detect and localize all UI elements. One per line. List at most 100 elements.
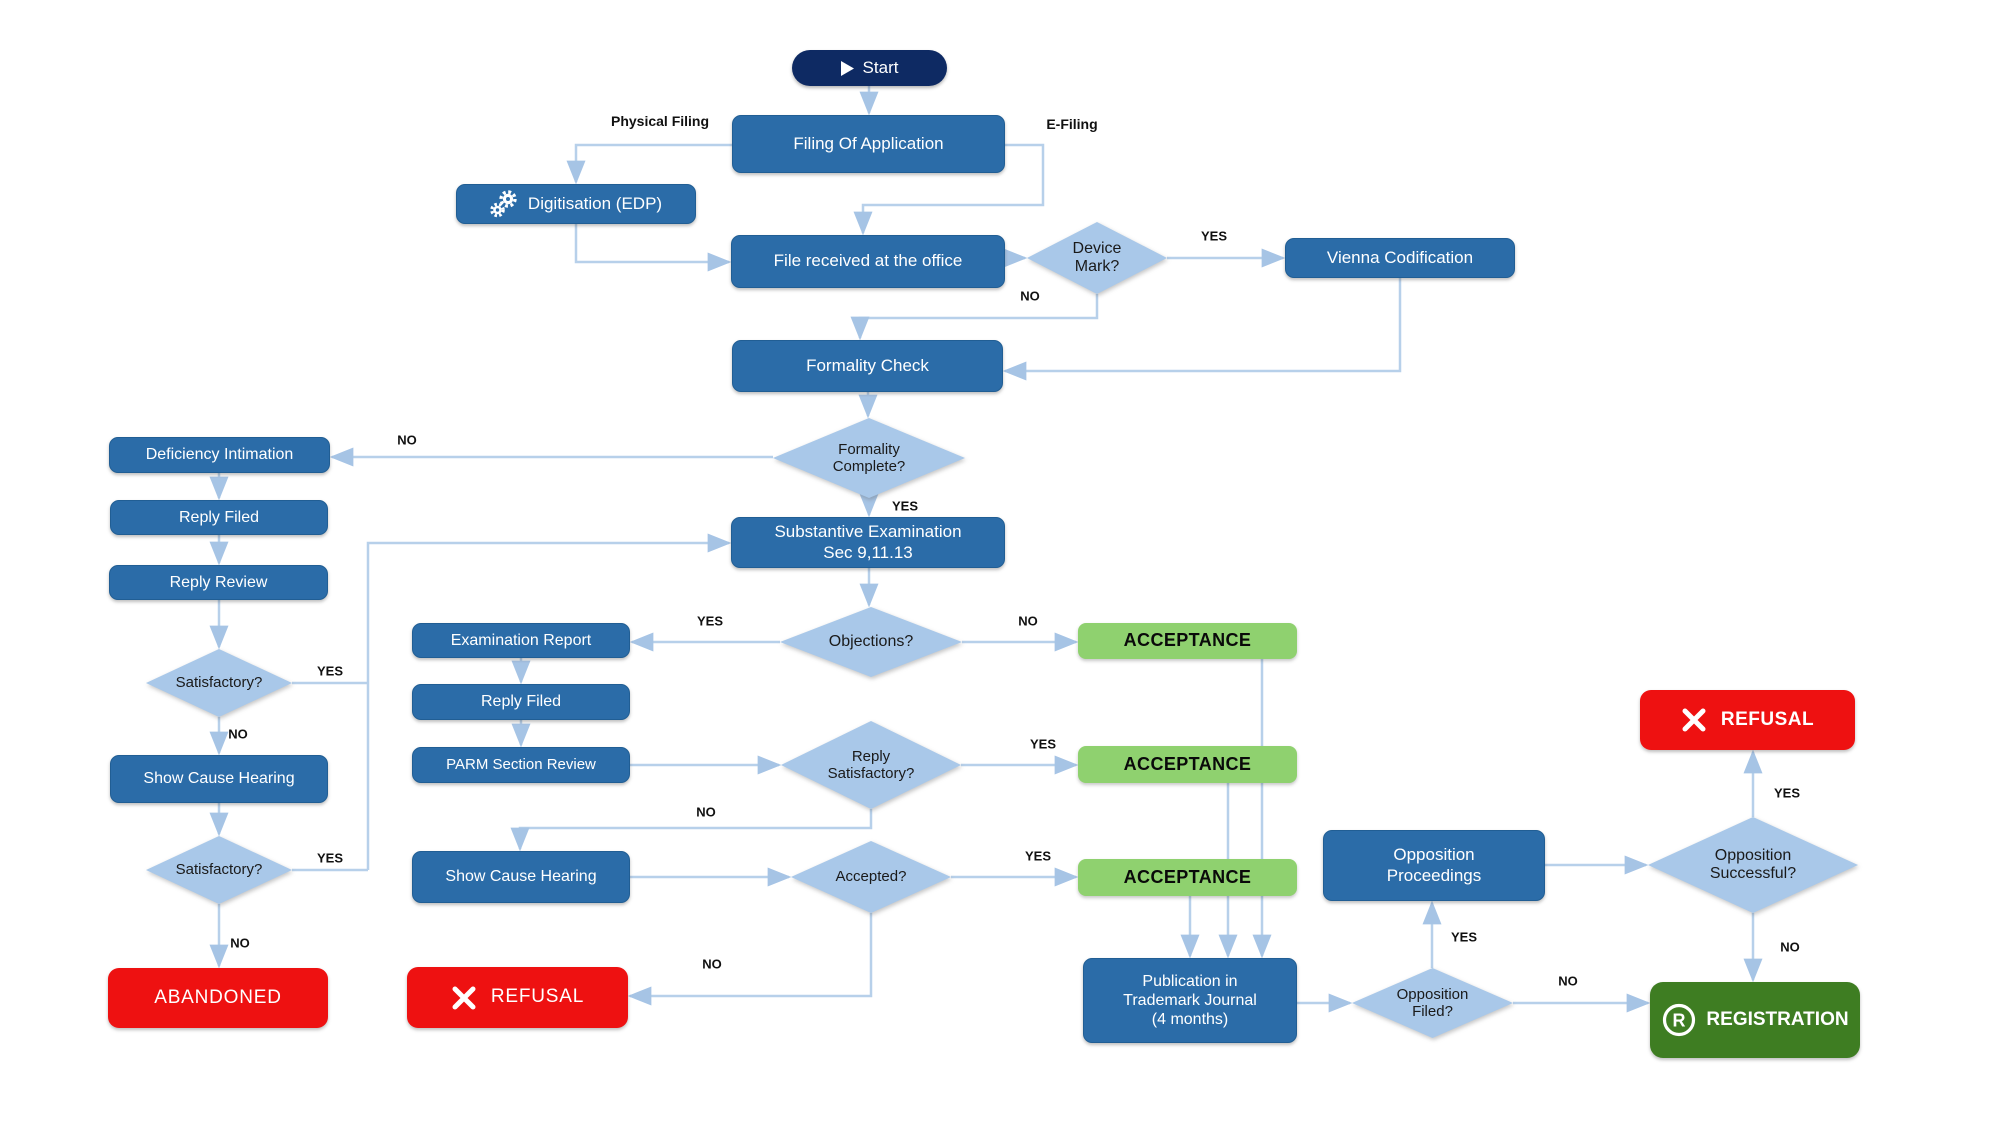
- registration-node: R REGISTRATION: [1650, 982, 1860, 1058]
- svg-text:R: R: [1673, 1011, 1686, 1031]
- abandoned-label: ABANDONED: [154, 986, 282, 1008]
- objections-decision: Objections?: [780, 607, 962, 677]
- formality-complete-label: Complete?: [832, 458, 906, 475]
- abandoned-node: ABANDONED: [108, 968, 328, 1028]
- formality-complete-label: Formality: [838, 440, 900, 458]
- opposition-filed-label: Filed?: [1412, 1003, 1453, 1020]
- connector: [853, 143, 1045, 236]
- refusal-node-mid: REFUSAL: [407, 967, 628, 1028]
- show-cause-hearing-label: Show Cause Hearing: [445, 868, 597, 886]
- publication-label: Publication in: [1142, 972, 1238, 990]
- edge-label-yes: YES: [316, 663, 344, 679]
- edge-label-yes: YES: [316, 850, 344, 866]
- show-cause-hearing-node-1: Show Cause Hearing: [110, 755, 328, 803]
- edge-label-yes: YES: [1200, 228, 1228, 244]
- connector: [850, 294, 1099, 341]
- reply-filed-node: Reply Filed: [110, 500, 328, 535]
- connector: [510, 809, 873, 852]
- formality-check-node: Formality Check: [732, 340, 1003, 392]
- gears-icon: [490, 190, 518, 218]
- opposition-proceedings-label: Proceedings: [1386, 865, 1482, 885]
- objections-label: Objections?: [828, 632, 914, 650]
- play-icon: [840, 60, 854, 76]
- edge-label-no: NO: [228, 726, 248, 742]
- show-cause-hearing-node-2: Show Cause Hearing: [412, 851, 630, 903]
- examination-report-node: Examination Report: [412, 623, 630, 658]
- opposition-successful-label: Opposition: [1714, 846, 1792, 864]
- opposition-successful-label: Successful?: [1709, 865, 1797, 882]
- refusal-node-top: REFUSAL: [1640, 690, 1855, 750]
- vienna-label: Vienna Codification: [1326, 247, 1474, 267]
- file-received-node: File received at the office: [731, 235, 1005, 288]
- edge-label-no: NO: [1020, 288, 1040, 304]
- registration-label: REGISTRATION: [1706, 1008, 1849, 1030]
- connector: [366, 533, 732, 870]
- formality-check-label: Formality Check: [806, 355, 929, 375]
- edge-label-yes: YES: [1024, 848, 1052, 864]
- substantive-label: Substantive Examination: [774, 522, 962, 542]
- publication-label: Trademark Journal: [1123, 991, 1257, 1009]
- x-icon: [451, 985, 477, 1011]
- connector: [574, 224, 732, 272]
- refusal-label: REFUSAL: [490, 986, 585, 1008]
- filing-label: Filing Of Application: [793, 133, 944, 153]
- edge-label-yes: YES: [696, 613, 724, 629]
- edge-label-no: NO: [1018, 613, 1038, 629]
- parm-section-review-label: PARM Section Review: [446, 756, 596, 773]
- refusal-label: REFUSAL: [1720, 708, 1815, 730]
- reply-review-label: Reply Review: [169, 573, 268, 591]
- opposition-filed-label: Opposition: [1396, 985, 1469, 1003]
- registered-trademark-icon: R: [1661, 1002, 1697, 1038]
- filing-of-application-node: Filing Of Application: [732, 115, 1005, 173]
- reply-satisfactory-label: Reply: [851, 747, 891, 765]
- acceptance-node-1: ACCEPTANCE: [1078, 623, 1297, 659]
- deficiency-intimation-node: Deficiency Intimation: [109, 437, 330, 473]
- edge-label-yes: YES: [1029, 736, 1057, 752]
- digitisation-node: Digitisation (EDP): [456, 184, 696, 224]
- deficiency-label: Deficiency Intimation: [145, 446, 294, 464]
- edge-label-no: NO: [397, 432, 417, 448]
- edge-label-no: NO: [1558, 973, 1578, 989]
- digitisation-label: Digitisation (EDP): [527, 193, 663, 213]
- satisfactory-decision-2: Satisfactory?: [146, 836, 292, 904]
- opposition-proceedings-label: Opposition: [1393, 845, 1475, 865]
- satisfactory-decision-1: Satisfactory?: [146, 649, 292, 717]
- formality-complete-decision: Formality Complete?: [773, 418, 965, 498]
- edge-label-e-filing: E-Filing: [1046, 116, 1098, 132]
- reply-filed-label: Reply Filed: [480, 693, 562, 711]
- publication-node: Publication in Trademark Journal (4 mont…: [1083, 958, 1297, 1043]
- satisfactory-label: Satisfactory?: [175, 674, 263, 692]
- reply-review-node: Reply Review: [109, 565, 328, 600]
- opposition-filed-decision: Opposition Filed?: [1352, 968, 1513, 1038]
- parm-section-review-node: PARM Section Review: [412, 747, 630, 783]
- acceptance-node-2: ACCEPTANCE: [1078, 746, 1297, 783]
- opposition-successful-decision: Opposition Successful?: [1648, 817, 1858, 913]
- edge-label-yes: YES: [1773, 785, 1801, 801]
- edge-label-no: NO: [696, 804, 716, 820]
- edge-label-no: NO: [1780, 939, 1800, 955]
- start-label: Start: [862, 57, 899, 77]
- edge-label-yes: YES: [1450, 929, 1478, 945]
- acceptance-label: ACCEPTANCE: [1123, 753, 1252, 774]
- start-node: Start: [792, 50, 947, 86]
- file-received-label: File received at the office: [773, 251, 963, 271]
- device-mark-label: Mark?: [1074, 258, 1120, 275]
- connector: [627, 913, 873, 1006]
- reply-filed-label: Reply Filed: [178, 508, 260, 526]
- publication-label: (4 months): [1151, 1011, 1229, 1029]
- opposition-proceedings-node: Opposition Proceedings: [1323, 830, 1545, 901]
- edge-label-no: NO: [702, 956, 722, 972]
- acceptance-label: ACCEPTANCE: [1123, 866, 1252, 887]
- reply-satisfactory-decision: Reply Satisfactory?: [781, 721, 961, 809]
- edge-label-physical-filing: Physical Filing: [610, 113, 710, 129]
- acceptance-node-3: ACCEPTANCE: [1078, 859, 1297, 896]
- satisfactory-label: Satisfactory?: [175, 861, 263, 879]
- connector: [566, 143, 732, 185]
- x-icon: [1681, 707, 1707, 733]
- acceptance-label: ACCEPTANCE: [1123, 630, 1252, 651]
- substantive-examination-node: Substantive Examination Sec 9,11.13: [731, 517, 1005, 568]
- device-mark-decision: Device Mark?: [1027, 222, 1167, 294]
- accepted-decision: Accepted?: [791, 841, 951, 913]
